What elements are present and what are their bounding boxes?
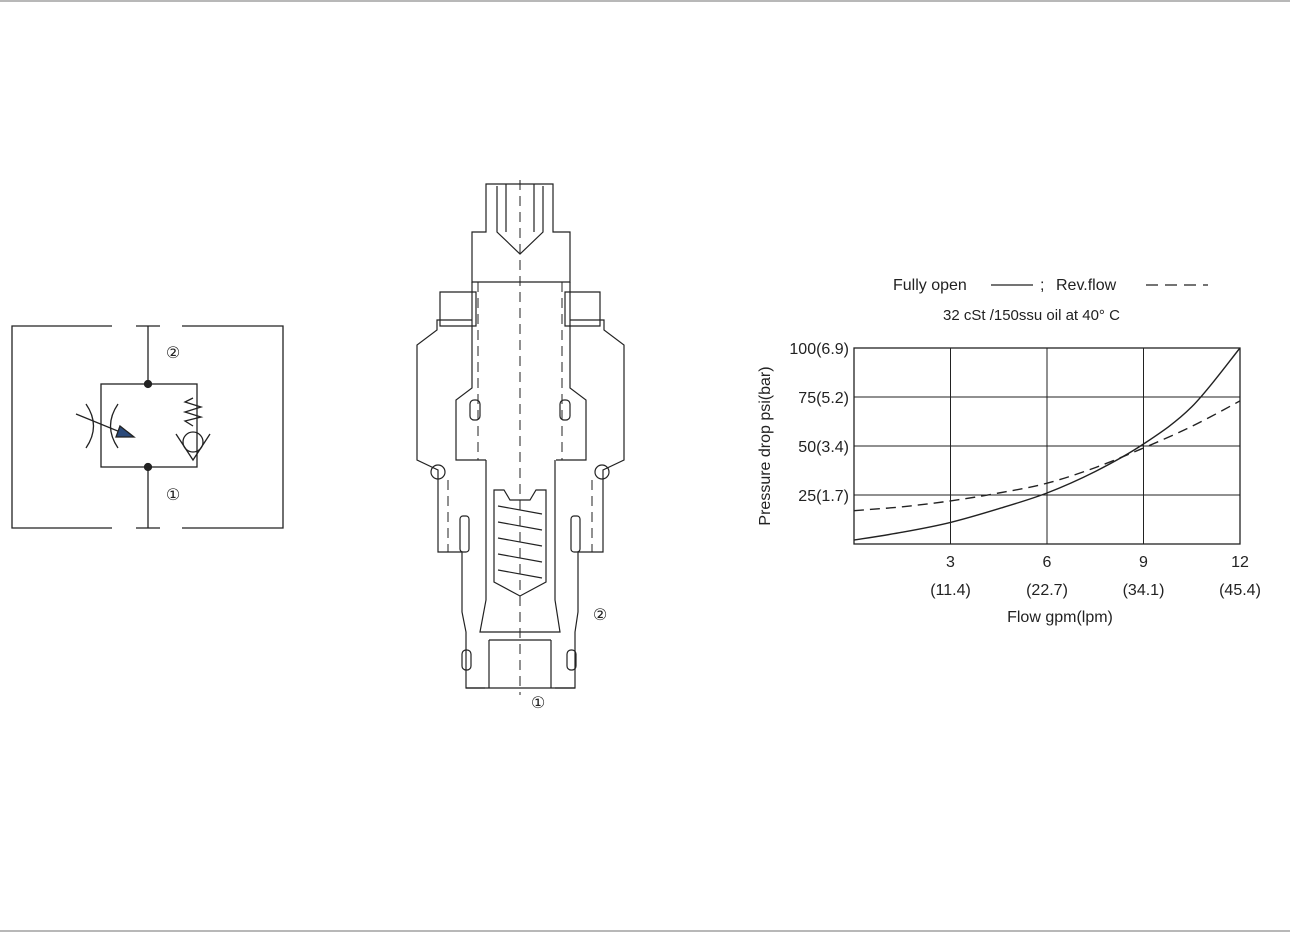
- legend-fully-open-label: Fully open: [893, 277, 967, 294]
- series-line-rev-flow: [853, 400, 1241, 512]
- bottom-divider: [0, 930, 1290, 932]
- section-port-1-label: ①: [531, 695, 545, 712]
- top-divider: [0, 0, 1290, 2]
- x-tick-label: 12: [1231, 554, 1249, 571]
- section-port-2-label: ②: [593, 607, 607, 624]
- y-tick-label: 75(5.2): [798, 390, 849, 407]
- orifice-arc-right: [109, 403, 119, 449]
- orifice-arc-left: [85, 403, 95, 449]
- cartridge-section: [416, 180, 625, 695]
- body-right-outline: [555, 282, 625, 689]
- y-tick-label: 25(1.7): [798, 488, 849, 505]
- legend-rev-flow-label: Rev.flow: [1056, 277, 1117, 294]
- oring-right-lower: [566, 649, 577, 671]
- backup-ring-left: [459, 515, 470, 553]
- check-valve-seat: [175, 433, 211, 462]
- x-axis-label: Flow gpm(lpm): [1007, 609, 1113, 626]
- oring-left-mid: [469, 399, 481, 421]
- x-tick-sublabel: (45.4): [1219, 582, 1261, 599]
- symbol-inner-box: [100, 383, 198, 468]
- y-tick-label: 50(3.4): [798, 439, 849, 456]
- series-line-fully-open: [853, 347, 1241, 541]
- lock-nut: [439, 291, 601, 327]
- plot-frame: [853, 347, 1241, 545]
- y-axis-label: Pressure drop psi(bar): [757, 366, 774, 525]
- oil-condition-label: 32 cSt /150ssu oil at 40° C: [943, 307, 1120, 324]
- symbol-port-2-label: ②: [166, 345, 180, 362]
- hydraulic-symbol: [11, 325, 284, 529]
- oring-right-mid: [559, 399, 571, 421]
- symbol-port-1-label: ①: [166, 487, 180, 504]
- body-left-outline: [416, 282, 486, 689]
- chart-ticks: 3 (11.4) 6 (22.7) 9 (34.1) 12 (45.4) 25(1.7) 50(3…: [789, 341, 1260, 599]
- x-tick-sublabel: (34.1): [1123, 582, 1165, 599]
- chart-series: [853, 347, 1241, 541]
- x-tick-label: 3: [946, 554, 955, 571]
- poppet: [493, 489, 547, 597]
- legend-separator: ;: [1040, 277, 1044, 294]
- x-tick-sublabel: (22.7): [1026, 582, 1068, 599]
- symbol-frame: [11, 325, 284, 529]
- backup-ring-right: [570, 515, 581, 553]
- outlet-bore: [488, 639, 552, 688]
- x-tick-label: 9: [1139, 554, 1148, 571]
- oring-left-lower: [461, 649, 472, 671]
- orifice-arrow-head-icon: [115, 424, 136, 438]
- oring-right-upper: [594, 464, 610, 480]
- chart-grid: [854, 348, 1240, 544]
- x-tick-sublabel: (11.4): [930, 582, 971, 599]
- symbol-junction-top: [143, 379, 153, 389]
- check-valve-spring-icon: [182, 397, 204, 427]
- oring-left-upper: [430, 464, 446, 480]
- x-tick-label: 6: [1043, 554, 1052, 571]
- pressure-drop-chart: Fully open ; Rev.flow 32 cSt /150ssu oil…: [757, 277, 1261, 626]
- symbol-junction-bottom: [143, 462, 153, 472]
- check-valve-ball: [182, 431, 204, 453]
- y-tick-label: 100(6.9): [789, 341, 849, 358]
- adjusting-screw-head: [471, 183, 571, 283]
